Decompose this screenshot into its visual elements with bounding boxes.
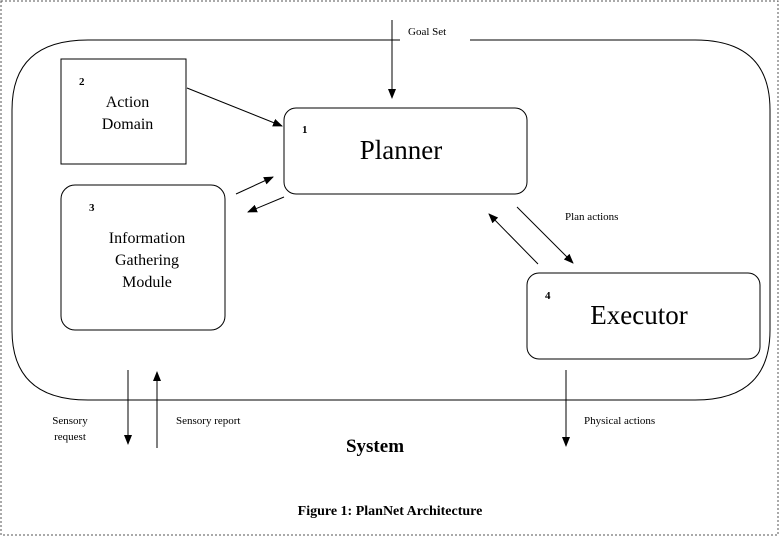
figure-caption: Figure 1: PlanNet Architecture — [297, 504, 483, 519]
executor-box — [526, 272, 761, 360]
action-domain-line-2: Domain — [101, 116, 154, 133]
sensory-request-label-line-1: Sensory — [52, 415, 88, 427]
action-domain-to-planner-arrow — [186, 87, 283, 127]
planner-box — [283, 107, 528, 195]
action-domain-box — [60, 58, 187, 165]
goal-set-label: Goal Set — [408, 26, 447, 38]
executor-to-planner-arrow — [488, 213, 539, 265]
plan-actions-label: Plan actions — [565, 211, 619, 223]
info-gathering-number: 3 — [89, 202, 95, 214]
executor-number: 4 — [545, 290, 551, 302]
sensory-request-label-line-2: request — [54, 431, 86, 443]
sensory-report-label: Sensory report — [176, 415, 241, 427]
planner-to-info-arrow — [247, 196, 285, 213]
system-label: System — [345, 436, 405, 457]
action-domain-number: 2 — [79, 76, 85, 88]
plan-actions-arrow — [516, 206, 574, 264]
planner-title: Planner — [359, 135, 443, 165]
info-to-planner-arrow — [235, 176, 274, 195]
info-gathering-line-1: Information — [108, 230, 186, 247]
physical-actions-label: Physical actions — [584, 415, 656, 427]
info-gathering-line-2: Gathering — [115, 252, 179, 269]
action-domain-line-1: Action — [105, 94, 150, 111]
planner-number: 1 — [302, 124, 308, 136]
information-gathering-box — [60, 184, 226, 331]
executor-title: Executor — [590, 300, 688, 330]
info-gathering-line-3: Module — [122, 274, 172, 291]
system-boundary — [11, 39, 771, 401]
